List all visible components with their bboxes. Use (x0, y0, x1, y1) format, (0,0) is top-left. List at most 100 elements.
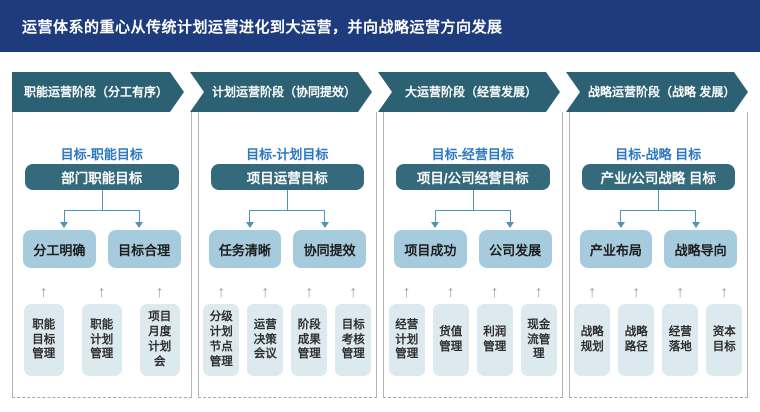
outcome-box: 分工明确 (23, 230, 96, 268)
tool-box: 运营决策会议 (247, 304, 284, 376)
tool-box: 战略规划 (574, 304, 611, 376)
tool-row: ↑ 战略规划 ↑ 战略路径 ↑ 经营落地 ↑ 资本目标 (570, 284, 748, 376)
main-goal-box: 项目运营目标 (210, 164, 364, 190)
main-goal-box: 产业/公司战略 目标 (581, 164, 735, 190)
goal-label: 目标-计划目标 (246, 147, 329, 162)
up-arrow-icon: ↑ (588, 284, 597, 301)
connector (209, 190, 367, 230)
arrowhead-down-icon (320, 222, 329, 228)
outcome-box: 项目成功 (394, 230, 467, 268)
tool-item: ↑ 货值管理 (432, 284, 469, 376)
tool-item: ↑ 项目月度计划会 (139, 284, 180, 376)
arrowhead-down-icon (60, 222, 69, 228)
outcome-box: 协同提效 (293, 230, 366, 268)
connector (394, 190, 552, 230)
up-arrow-icon: ↑ (305, 284, 314, 301)
outcome-box: 战略导向 (664, 230, 737, 268)
tool-box: 项目月度计划会 (139, 304, 180, 376)
connector-bar (620, 210, 697, 211)
arrowhead-down-icon (691, 222, 700, 228)
outcome-row: 分工明确 目标合理 (23, 230, 181, 268)
connector-bar (249, 210, 326, 211)
up-arrow-icon: ↑ (402, 284, 411, 301)
tool-box: 利润管理 (476, 304, 513, 376)
goal-label: 目标-战略 目标 (615, 147, 702, 162)
goal-label: 目标-经营目标 (431, 147, 514, 162)
up-arrow-icon: ↑ (720, 284, 729, 301)
tool-box: 资本目标 (706, 304, 743, 376)
title-bar: 运营体系的重心从传统计划运营进化到大运营，并向战略运营方向发展 (0, 0, 760, 52)
up-arrow-icon: ↑ (490, 284, 499, 301)
stage-arrow-row: 职能运营阶段（分工有序） 计划运营阶段（协同提效） 大运营阶段（经营发展） 战略… (0, 72, 760, 112)
up-arrow-icon: ↑ (155, 284, 164, 301)
tool-item: ↑ 经营落地 (662, 284, 699, 376)
up-arrow-icon: ↑ (261, 284, 270, 301)
tool-box: 经营计划管理 (388, 304, 425, 376)
connector-drop (138, 210, 140, 223)
tool-row: ↑ 经营计划管理 ↑ 货值管理 ↑ 利润管理 ↑ 现金流管理 (384, 284, 562, 376)
up-arrow-icon: ↑ (349, 284, 358, 301)
outcome-box: 目标合理 (107, 230, 181, 268)
arrowhead-down-icon (431, 222, 440, 228)
arrowhead-down-icon (245, 222, 254, 228)
tool-item: ↑ 战略路径 (618, 284, 655, 376)
tool-box: 经营落地 (662, 304, 699, 376)
tool-item: ↑ 利润管理 (476, 284, 513, 376)
tool-box: 目标考核管理 (335, 304, 372, 376)
tool-item: ↑ 分级计划节点管理 (203, 284, 240, 376)
stage-panel-2: 目标-计划目标 项目运营目标 任务清晰 协同提效 ↑ 分级计划节点管理 (197, 112, 377, 398)
connector-drop (324, 210, 326, 223)
connector-drop (695, 210, 697, 223)
tool-item: ↑ 现金流管理 (520, 284, 557, 376)
stage-panels: 目标-职能目标 部门职能目标 分工明确 目标合理 ↑ 职能目标管理 (0, 112, 760, 398)
tool-row: ↑ 职能目标管理 ↑ 职能计划管理 ↑ 项目月度计划会 (13, 284, 191, 376)
stage-panel-4: 目标-战略 目标 产业/公司战略 目标 产业布局 战略导向 ↑ 战略规划 (568, 112, 748, 398)
main-goal-box: 部门职能目标 (25, 164, 179, 190)
stage-panel-1: 目标-职能目标 部门职能目标 分工明确 目标合理 ↑ 职能目标管理 (12, 112, 192, 398)
tool-item: ↑ 资本目标 (706, 284, 743, 376)
up-arrow-icon: ↑ (446, 284, 455, 301)
tool-box: 战略路径 (618, 304, 655, 376)
tool-box: 现金流管理 (520, 304, 557, 376)
outcome-box: 任务清晰 (208, 230, 282, 268)
stage-arrow-2-label: 计划运营阶段（协同提效） (212, 84, 357, 99)
tool-box: 分级计划节点管理 (203, 304, 240, 376)
up-arrow-icon: ↑ (632, 284, 641, 301)
up-arrow-icon: ↑ (676, 284, 685, 301)
connector (580, 190, 738, 230)
outcome-box: 公司发展 (478, 230, 552, 268)
connector-bar (434, 210, 511, 211)
tool-item: ↑ 战略规划 (574, 284, 611, 376)
up-arrow-icon: ↑ (217, 284, 226, 301)
tool-item: ↑ 阶段成果管理 (291, 284, 328, 376)
connector-stem (101, 190, 103, 210)
stage-arrow-2: 计划运营阶段（协同提效） (190, 72, 372, 112)
stage-arrow-3: 大运营阶段（经营发展） (378, 72, 560, 112)
arrowhead-down-icon (506, 222, 515, 228)
connector-stem (658, 190, 660, 210)
connector-drop (249, 210, 251, 223)
connector-drop (63, 210, 65, 223)
outcome-row: 产业布局 战略导向 (579, 230, 737, 268)
tool-item: ↑ 职能计划管理 (81, 284, 122, 376)
up-arrow-icon: ↑ (39, 284, 48, 301)
stage-arrow-1: 职能运营阶段（分工有序） (12, 72, 184, 112)
outcome-row: 任务清晰 协同提效 (208, 230, 366, 268)
tool-item: ↑ 目标考核管理 (335, 284, 372, 376)
slide-title: 运营体系的重心从传统计划运营进化到大运营，并向战略运营方向发展 (22, 18, 503, 36)
arrowhead-down-icon (135, 222, 144, 228)
tool-item: ↑ 运营决策会议 (247, 284, 284, 376)
up-arrow-icon: ↑ (534, 284, 543, 301)
tool-box: 职能计划管理 (81, 304, 122, 376)
tool-box: 阶段成果管理 (291, 304, 328, 376)
tool-box: 职能目标管理 (23, 304, 64, 376)
stage-arrow-4: 战略运营阶段（战略 发展） (566, 72, 748, 112)
tool-row: ↑ 分级计划节点管理 ↑ 运营决策会议 ↑ 阶段成果管理 ↑ 目标考核管理 (199, 284, 377, 376)
connector (23, 190, 181, 230)
tool-item: ↑ 经营计划管理 (388, 284, 425, 376)
arrowhead-down-icon (616, 222, 625, 228)
connector-drop (509, 210, 511, 223)
goal-label: 目标-职能目标 (60, 147, 143, 162)
connector-drop (434, 210, 436, 223)
